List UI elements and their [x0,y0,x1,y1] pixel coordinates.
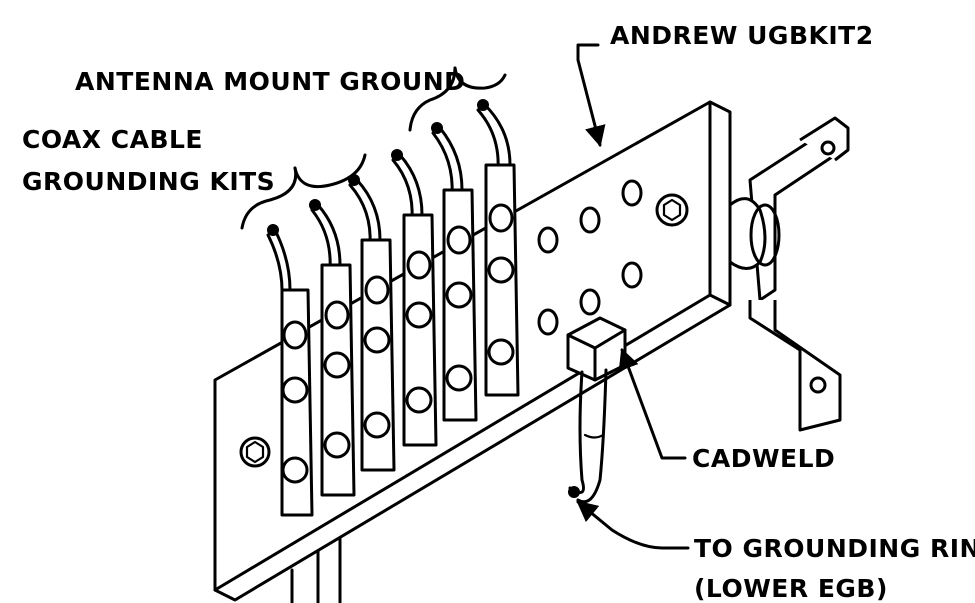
coax-lug-4 [391,149,438,447]
coax-lug-1 [266,224,314,517]
mounting-bracket [728,116,850,432]
coax-lug-2 [309,199,356,497]
label-cadweld: CADWELD [692,444,835,473]
label-to-grounding-ring: TO GROUNDING RING [694,534,975,563]
label-coax-line1: COAX CABLE [22,125,203,154]
coax-lugs [266,99,520,517]
label-lower-egb: (LOWER EGB) [694,574,888,603]
label-andrew-ugbkit2: ANDREW UGBKIT2 [610,21,874,50]
leader-lines [240,43,690,550]
cadweld-joint [566,316,627,504]
coax-lug-6 [476,99,520,397]
label-antenna-mount-ground: ANTENNA MOUNT GROUND [75,67,465,96]
coax-lug-3 [348,174,396,472]
label-coax-line2: GROUNDING KITS [22,167,275,196]
coax-lug-5 [431,122,478,422]
